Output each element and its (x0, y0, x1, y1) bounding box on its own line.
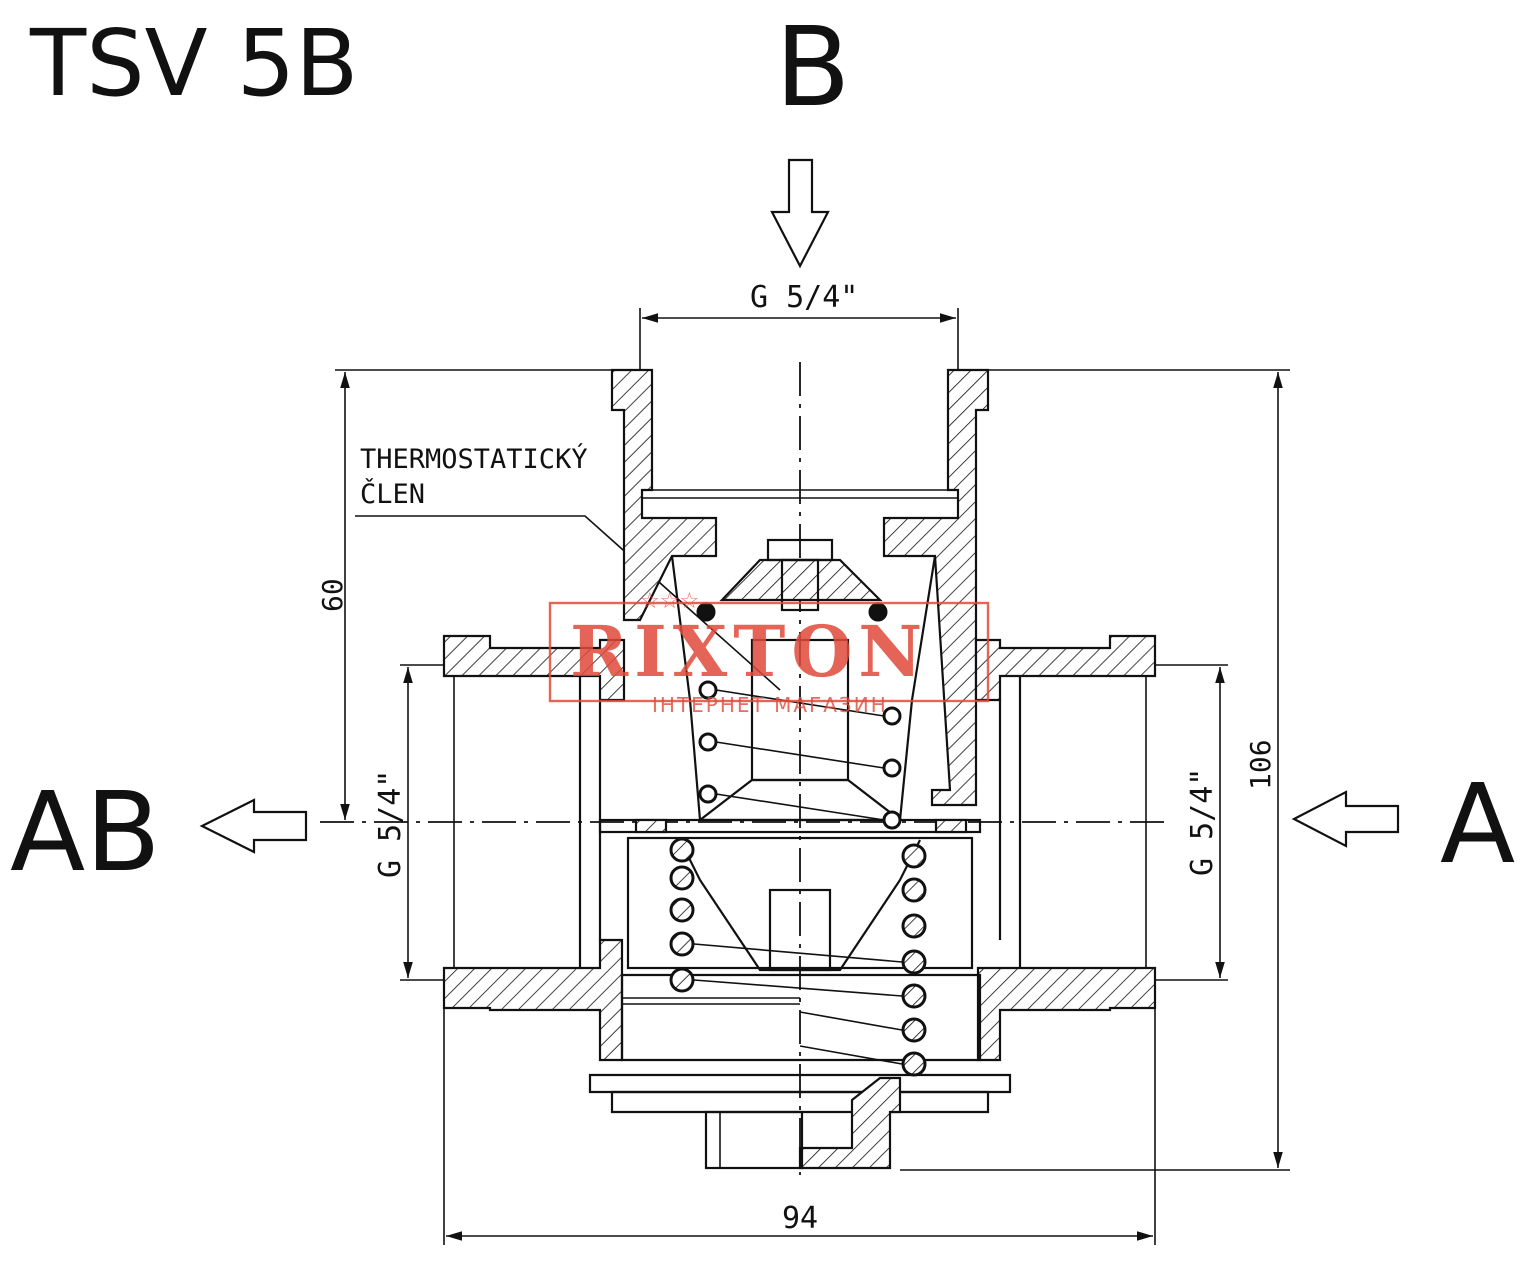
right-thread-label: G 5/4" (1185, 768, 1220, 876)
star-icon: ☆☆☆ (640, 589, 699, 614)
top-thread-label: G 5/4" (750, 280, 858, 315)
flow-arrow-down-icon (770, 158, 830, 269)
dim-94-label: 94 (782, 1201, 818, 1236)
model-title: TSV 5B (29, 10, 358, 117)
spring-coils (669, 602, 927, 1077)
dim-106-label: 106 (1244, 739, 1277, 790)
flow-arrow-left-icon (199, 798, 308, 854)
rixton-watermark: RIXTON ІНТЕРНЕТ МАГАЗИН ☆☆☆ (548, 589, 990, 717)
valve-body (442, 368, 1157, 1170)
watermark-brand: RIXTON (570, 610, 928, 693)
callout-leader (355, 515, 781, 691)
port-b-label: B (775, 3, 850, 131)
callout-line2: ČLEN (360, 478, 425, 510)
dim-60-label: 60 (316, 578, 349, 612)
port-ab-label: AB (10, 768, 161, 896)
callout-line1: THERMOSTATICKÝ (360, 443, 588, 475)
port-a-label: A (1440, 760, 1515, 888)
flow-arrow-right-in-icon (1291, 790, 1400, 848)
left-thread-label: G 5/4" (373, 770, 408, 878)
watermark-subtitle: ІНТЕРНЕТ МАГАЗИН (652, 693, 888, 717)
spring-lines (693, 689, 903, 1065)
